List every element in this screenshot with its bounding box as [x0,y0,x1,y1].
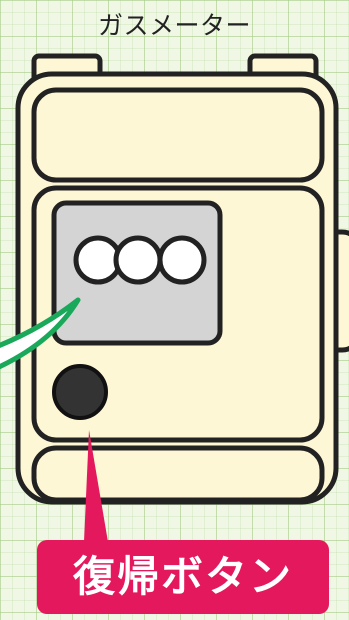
display-lamp-3 [160,238,204,282]
meter-upper-section [34,90,322,180]
reset-button-label: 復帰ボタン [37,540,329,614]
display-lamp-1 [76,238,120,282]
display-lamp-2 [116,238,160,282]
reset-button [54,366,106,418]
meter-bottom-section [34,448,322,500]
